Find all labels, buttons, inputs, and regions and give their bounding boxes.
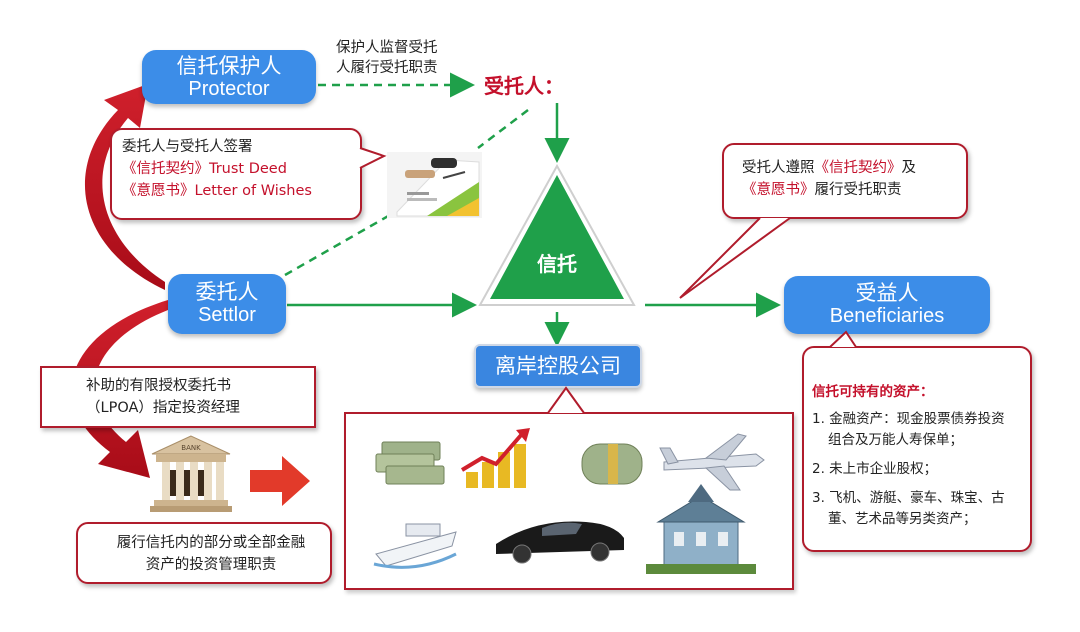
bank-sign: BANK (181, 444, 201, 452)
assets-illustration-box (344, 412, 794, 590)
trustee-callout-text-a: 受托人遵照 (742, 160, 815, 176)
beneficiaries-en-label: Beneficiaries (829, 305, 945, 327)
sign-callout: 委托人与受托人签署 《信托契约》Trust Deed 《意愿书》Letter o… (110, 128, 362, 220)
asset-item-2-line1: 2. 未上市企业股权； (812, 461, 938, 477)
protector-cn-label: 信托保护人 (176, 54, 282, 78)
bank-to-assets-arrow (250, 456, 310, 506)
trustee-to-document-arrow (477, 109, 529, 149)
sports-car-icon (496, 521, 624, 564)
sign-callout-line3: 《意愿书》Letter of Wishes (122, 183, 312, 199)
protector-en-label: Protector (188, 78, 270, 100)
trustee-callout-line1: 受托人遵照《信托契约》及 (742, 157, 966, 179)
trustee-callout-text-c: 及 (901, 160, 917, 176)
trustee-callout-text-b: 履行受托职责 (814, 182, 902, 198)
mansion-icon (646, 484, 756, 574)
trustee-label: 受托人： (484, 74, 564, 98)
settlor-en-label: Settlor (198, 304, 256, 326)
asset-item-1: 1. 金融资产：现金股票债券投资 组合及万能人寿保单； (812, 409, 1030, 451)
settlor-to-bank-curved-arrow (71, 300, 168, 478)
protector-note: 保护人监督受托 人履行受托职责 (336, 38, 438, 78)
protector-note-line2: 人履行受托职责 (336, 60, 438, 76)
settlor-to-protector-curved-arrow (84, 84, 165, 290)
document-signing-icon (387, 152, 482, 218)
sign-callout-line1: 委托人与受托人签署 (122, 139, 253, 155)
trust-label: 信托 (537, 252, 577, 276)
asset-item-1-line1: 1. 金融资产：现金股票债券投资 (812, 411, 1005, 427)
asset-item-2: 2. 未上市企业股权； (812, 459, 1030, 480)
asset-item-3-line1: 3. 飞机、游艇、豪车、珠宝、古 (812, 490, 1005, 506)
protector-note-line1: 保护人监督受托 (336, 40, 438, 56)
protector-node[interactable]: 信托保护人 Protector (142, 50, 316, 104)
cruise-ship-icon (373, 523, 457, 569)
rolled-cash-icon (581, 443, 643, 485)
trustee-callout-deed: 《信托契约》 (814, 160, 902, 176)
settlor-node[interactable]: 委托人 Settlor (168, 274, 286, 334)
assets-list-box: 信托可持有的资产： 1. 金融资产：现金股票债券投资 组合及万能人寿保单； 2.… (802, 346, 1032, 552)
lpoa-callout: 补助的有限授权委托书 （LPOA）指定投资经理 (40, 366, 316, 428)
settlor-to-document-arrow (284, 213, 391, 277)
asset-item-3-line2: 董、艺术品等另类资产； (828, 511, 977, 527)
investment-callout: 履行信托内的部分或全部金融 资产的投资管理职责 (76, 522, 332, 584)
lpoa-line2: （LPOA）指定投资经理 (86, 400, 240, 416)
settlor-cn-label: 委托人 (195, 280, 259, 304)
asset-item-1-line2: 组合及万能人寿保单； (828, 432, 963, 448)
beneficiaries-node[interactable]: 受益人 Beneficiaries (784, 276, 990, 334)
offshore-company-label: 离岸控股公司 (495, 354, 621, 378)
assets-list-title: 信托可持有的资产： (812, 384, 934, 400)
trustee-callout: 受托人遵照《信托契约》及 《意愿书》履行受托职责 (722, 143, 968, 219)
sign-callout-line2: 《信托契约》Trust Deed (122, 161, 287, 177)
trustee-callout-wishes: 《意愿书》 (742, 182, 815, 198)
cash-stack-icon (375, 441, 445, 485)
invest-line2: 资产的投资管理职责 (145, 557, 277, 573)
beneficiaries-cn-label: 受益人 (855, 281, 919, 305)
growth-coins-icon (460, 428, 530, 488)
asset-item-3: 3. 飞机、游艇、豪车、珠宝、古 董、艺术品等另类资产； (812, 488, 1030, 530)
invest-line1: 履行信托内的部分或全部金融 (116, 535, 306, 551)
trustee-callout-line2: 《意愿书》履行受托职责 (742, 179, 966, 201)
offshore-company-node[interactable]: 离岸控股公司 (474, 344, 642, 388)
airplane-icon (659, 433, 765, 491)
bank-icon: BANK (150, 434, 232, 512)
lpoa-line1: 补助的有限授权委托书 (86, 378, 231, 394)
